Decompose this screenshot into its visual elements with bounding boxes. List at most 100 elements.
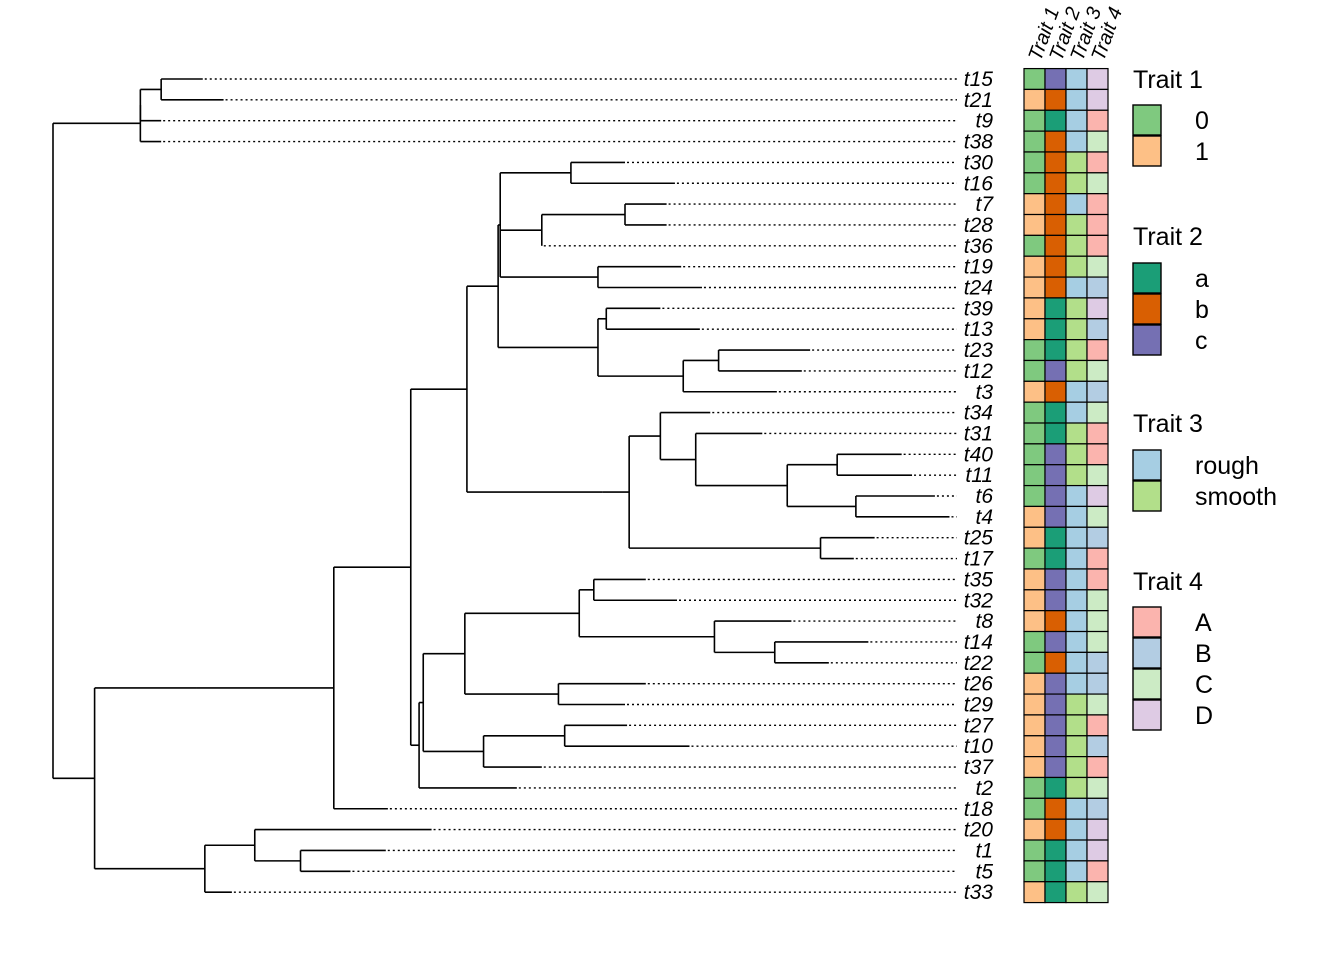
heatmap-cell — [1044, 130, 1067, 153]
heatmap-cell — [1086, 172, 1109, 195]
heatmap-cell — [1044, 630, 1067, 653]
heatmap-cell — [1044, 484, 1067, 508]
tip-label: t13 — [964, 318, 994, 341]
heatmap-cell — [1044, 297, 1067, 320]
tip-label: t3 — [975, 381, 993, 404]
heatmap-cell — [1023, 735, 1046, 758]
heatmap-cell — [1023, 339, 1046, 362]
heatmap-cell — [1086, 422, 1109, 445]
heatmap-cell — [1086, 234, 1109, 257]
heatmap-cell — [1086, 318, 1109, 341]
heatmap-cell — [1044, 776, 1067, 799]
heatmap-cell — [1086, 443, 1109, 466]
heatmap-cell — [1023, 401, 1046, 424]
heatmap-cell — [1044, 67, 1067, 91]
heatmap-cell — [1023, 839, 1046, 862]
heatmap-cell — [1086, 693, 1109, 716]
heatmap-cell — [1044, 547, 1067, 570]
heatmap-cell — [1065, 526, 1088, 549]
tip-label: t34 — [964, 402, 993, 425]
tip-label: t33 — [964, 881, 994, 904]
tip-label: t37 — [964, 756, 995, 779]
heatmap-cell — [1044, 359, 1067, 382]
heatmap-cell — [1044, 881, 1067, 904]
heatmap-cell — [1065, 756, 1088, 779]
heatmap-cell — [1086, 568, 1109, 591]
heatmap-cell — [1044, 276, 1067, 299]
legend-label: C — [1195, 671, 1213, 699]
heatmap-cell — [1065, 797, 1088, 820]
heatmap-cell — [1086, 297, 1109, 320]
tip-label: t25 — [964, 527, 994, 550]
legend-label: 1 — [1195, 138, 1209, 166]
tip-label: t2 — [975, 777, 993, 800]
heatmap-cell — [1044, 610, 1067, 633]
heatmap-cell — [1044, 255, 1067, 278]
heatmap-cell — [1086, 881, 1109, 904]
heatmap-cell — [1065, 568, 1088, 591]
heatmap-cell — [1023, 109, 1046, 132]
heatmap-cell — [1065, 776, 1088, 799]
heatmap-cell — [1086, 193, 1109, 216]
trait-heatmap — [1023, 67, 1109, 904]
heatmap-cell — [1023, 318, 1046, 341]
heatmap-cell — [1044, 464, 1067, 487]
tip-label: t22 — [964, 652, 994, 675]
heatmap-cell — [1086, 109, 1109, 132]
heatmap-cell — [1086, 380, 1109, 403]
heatmap-cell — [1023, 860, 1046, 883]
tip-label: t5 — [975, 860, 993, 883]
legend-label: D — [1195, 702, 1213, 730]
heatmap-cell — [1044, 505, 1067, 528]
heatmap-cell — [1065, 130, 1088, 153]
heatmap-cell — [1065, 443, 1088, 466]
heatmap-cell — [1086, 130, 1109, 153]
heatmap-cell — [1086, 860, 1109, 883]
heatmap-cell — [1086, 505, 1109, 528]
tip-label: t15 — [964, 68, 994, 91]
tip-label: t26 — [964, 673, 994, 696]
heatmap-cell — [1086, 359, 1109, 382]
legend-label: A — [1195, 609, 1212, 637]
heatmap-cell — [1044, 109, 1067, 132]
heatmap-cell — [1065, 255, 1088, 278]
heatmap-cell — [1065, 505, 1088, 528]
heatmap-cell — [1065, 839, 1088, 862]
heatmap-cell — [1044, 172, 1067, 195]
legend-title: Trait 2 — [1133, 223, 1203, 251]
heatmap-cell — [1044, 756, 1067, 779]
heatmap-cell — [1023, 818, 1046, 841]
heatmap-cell — [1044, 213, 1067, 236]
heatmap-cell — [1065, 339, 1088, 362]
legend-title: Trait 3 — [1133, 410, 1203, 438]
legend-swatch — [1132, 293, 1162, 325]
heatmap-cell — [1065, 860, 1088, 883]
heatmap-cell — [1065, 735, 1088, 758]
tip-label: t16 — [964, 172, 994, 195]
legend-title: Trait 1 — [1133, 66, 1203, 94]
heatmap-cell — [1065, 610, 1088, 633]
heatmap-cell — [1065, 359, 1088, 382]
heatmap-cell — [1044, 526, 1067, 549]
heatmap-cell — [1065, 651, 1088, 674]
heatmap-cell — [1044, 234, 1067, 257]
tip-label: t35 — [964, 568, 994, 591]
heatmap-cell — [1044, 651, 1067, 674]
legend-swatch — [1132, 699, 1162, 731]
tip-label: t6 — [975, 485, 993, 508]
heatmap-cell — [1065, 672, 1088, 695]
heatmap-cell — [1065, 693, 1088, 716]
heatmap-cell — [1023, 172, 1046, 195]
heatmap-cell — [1023, 797, 1046, 820]
heatmap-cell — [1023, 130, 1046, 153]
heatmap-cell — [1086, 526, 1109, 549]
heatmap-cell — [1023, 380, 1046, 403]
heatmap-cell — [1023, 276, 1046, 299]
heatmap-cell — [1044, 672, 1067, 695]
heatmap-cell — [1023, 672, 1046, 695]
heatmap-cell — [1065, 881, 1088, 904]
